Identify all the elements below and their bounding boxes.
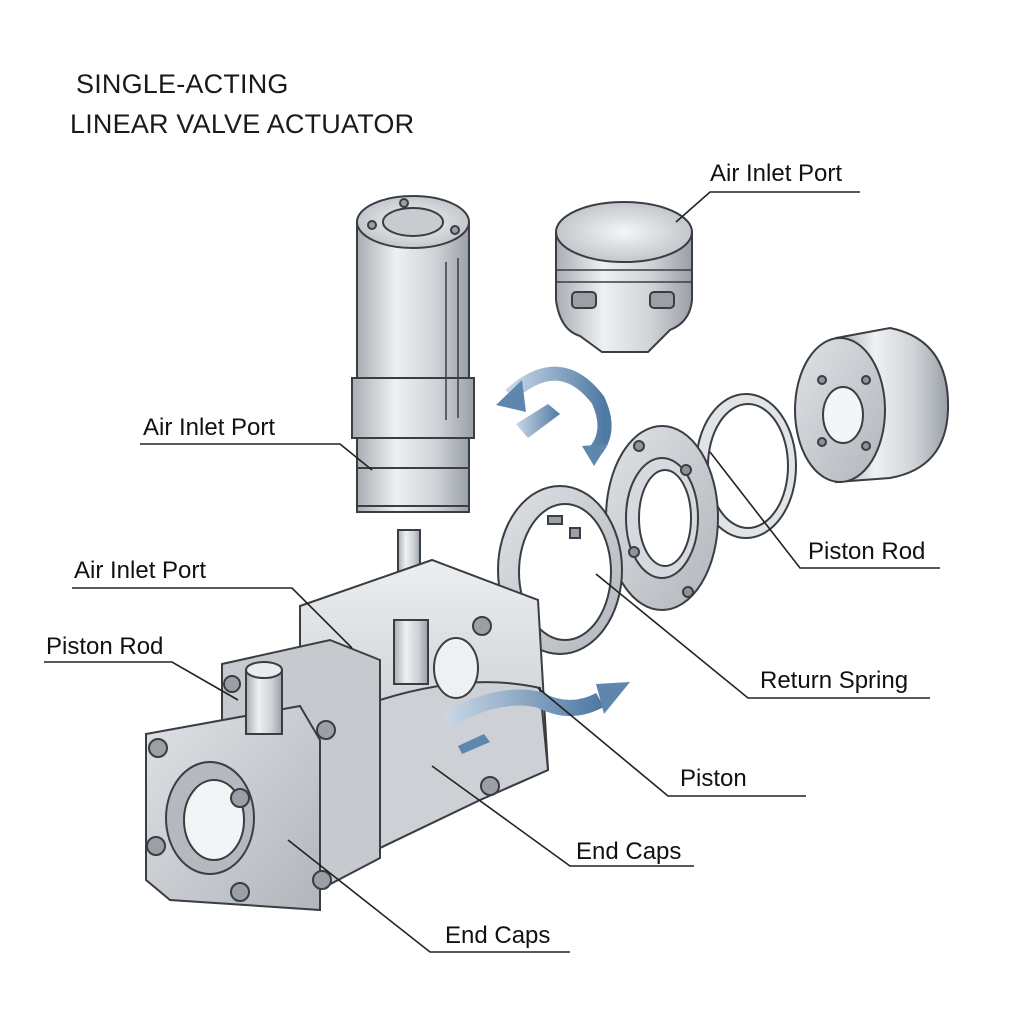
diagram-title: SINGLE-ACTING LINEAR VALVE ACTUATOR: [70, 64, 414, 144]
flow-arrows: [442, 366, 630, 754]
title-line-1: SINGLE-ACTING: [76, 69, 289, 99]
title-line-2: LINEAR VALVE ACTUATOR: [70, 109, 415, 139]
label-end-caps-mid: End Caps: [576, 838, 682, 865]
label-end-caps-bottom: End Caps: [445, 922, 551, 949]
label-air-inlet-port-mid-left: Air Inlet Port: [143, 414, 276, 441]
flange-plate: [605, 425, 719, 611]
leader-lines: [44, 191, 940, 953]
label-return-spring: Return Spring: [760, 667, 909, 694]
label-air-inlet-port-top-right: Air Inlet Port: [710, 160, 843, 187]
end-cap-part: [794, 326, 950, 484]
label-piston-rod-right: Piston Rod: [808, 538, 926, 565]
main-housing: [145, 558, 550, 912]
piston-part: [555, 201, 693, 353]
label-piston-rod-left: Piston Rod: [46, 633, 164, 660]
label-piston: Piston: [680, 765, 747, 792]
label-air-inlet-port-left: Air Inlet Port: [74, 557, 207, 584]
seal-ring: [695, 393, 797, 539]
